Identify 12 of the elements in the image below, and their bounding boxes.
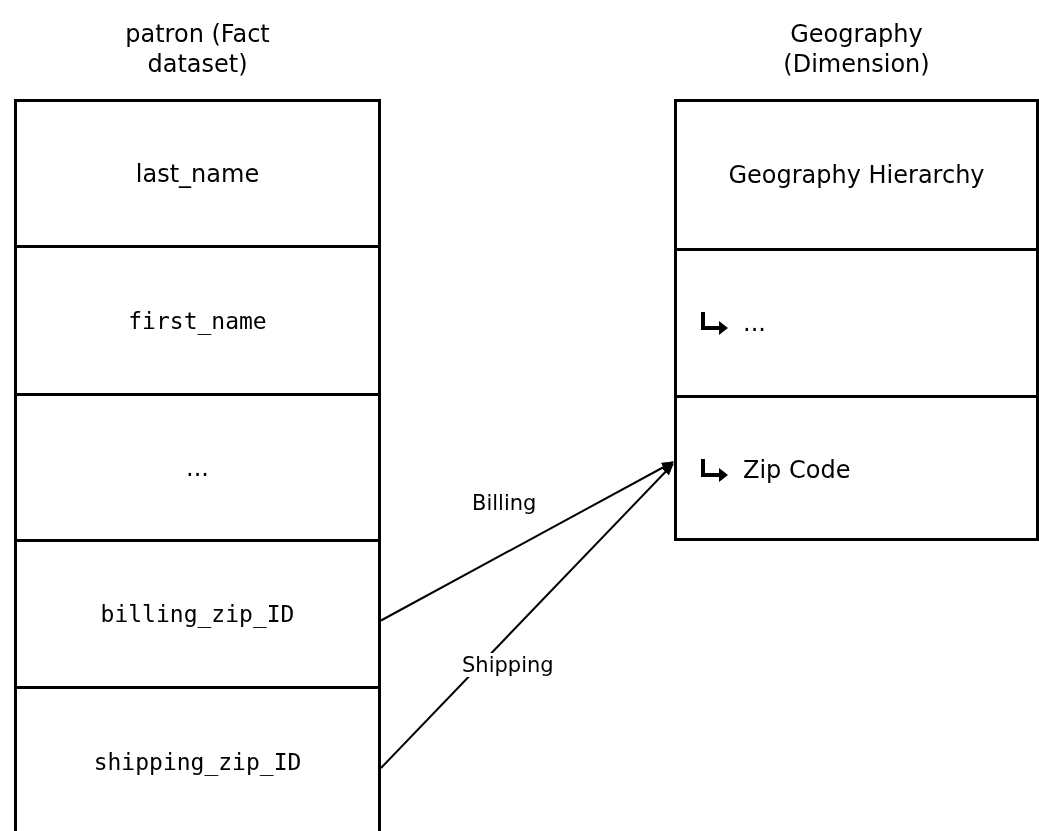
field-name: first_name	[128, 307, 267, 334]
arrow	[380, 461, 674, 622]
field-name: ...	[186, 453, 209, 482]
field-name: shipping_zip_ID	[93, 748, 302, 775]
table-title: Geography (Dimension)	[782, 19, 931, 79]
field-name: last_name	[135, 159, 260, 188]
table-title: patron (Fact dataset)	[124, 19, 271, 79]
field-name: billing_zip_ID	[100, 601, 295, 627]
field-name: ...	[743, 309, 766, 337]
field-name: Geography Hierarchy	[728, 161, 985, 189]
arrow	[380, 463, 674, 769]
field-name: Zip Code	[743, 455, 851, 484]
